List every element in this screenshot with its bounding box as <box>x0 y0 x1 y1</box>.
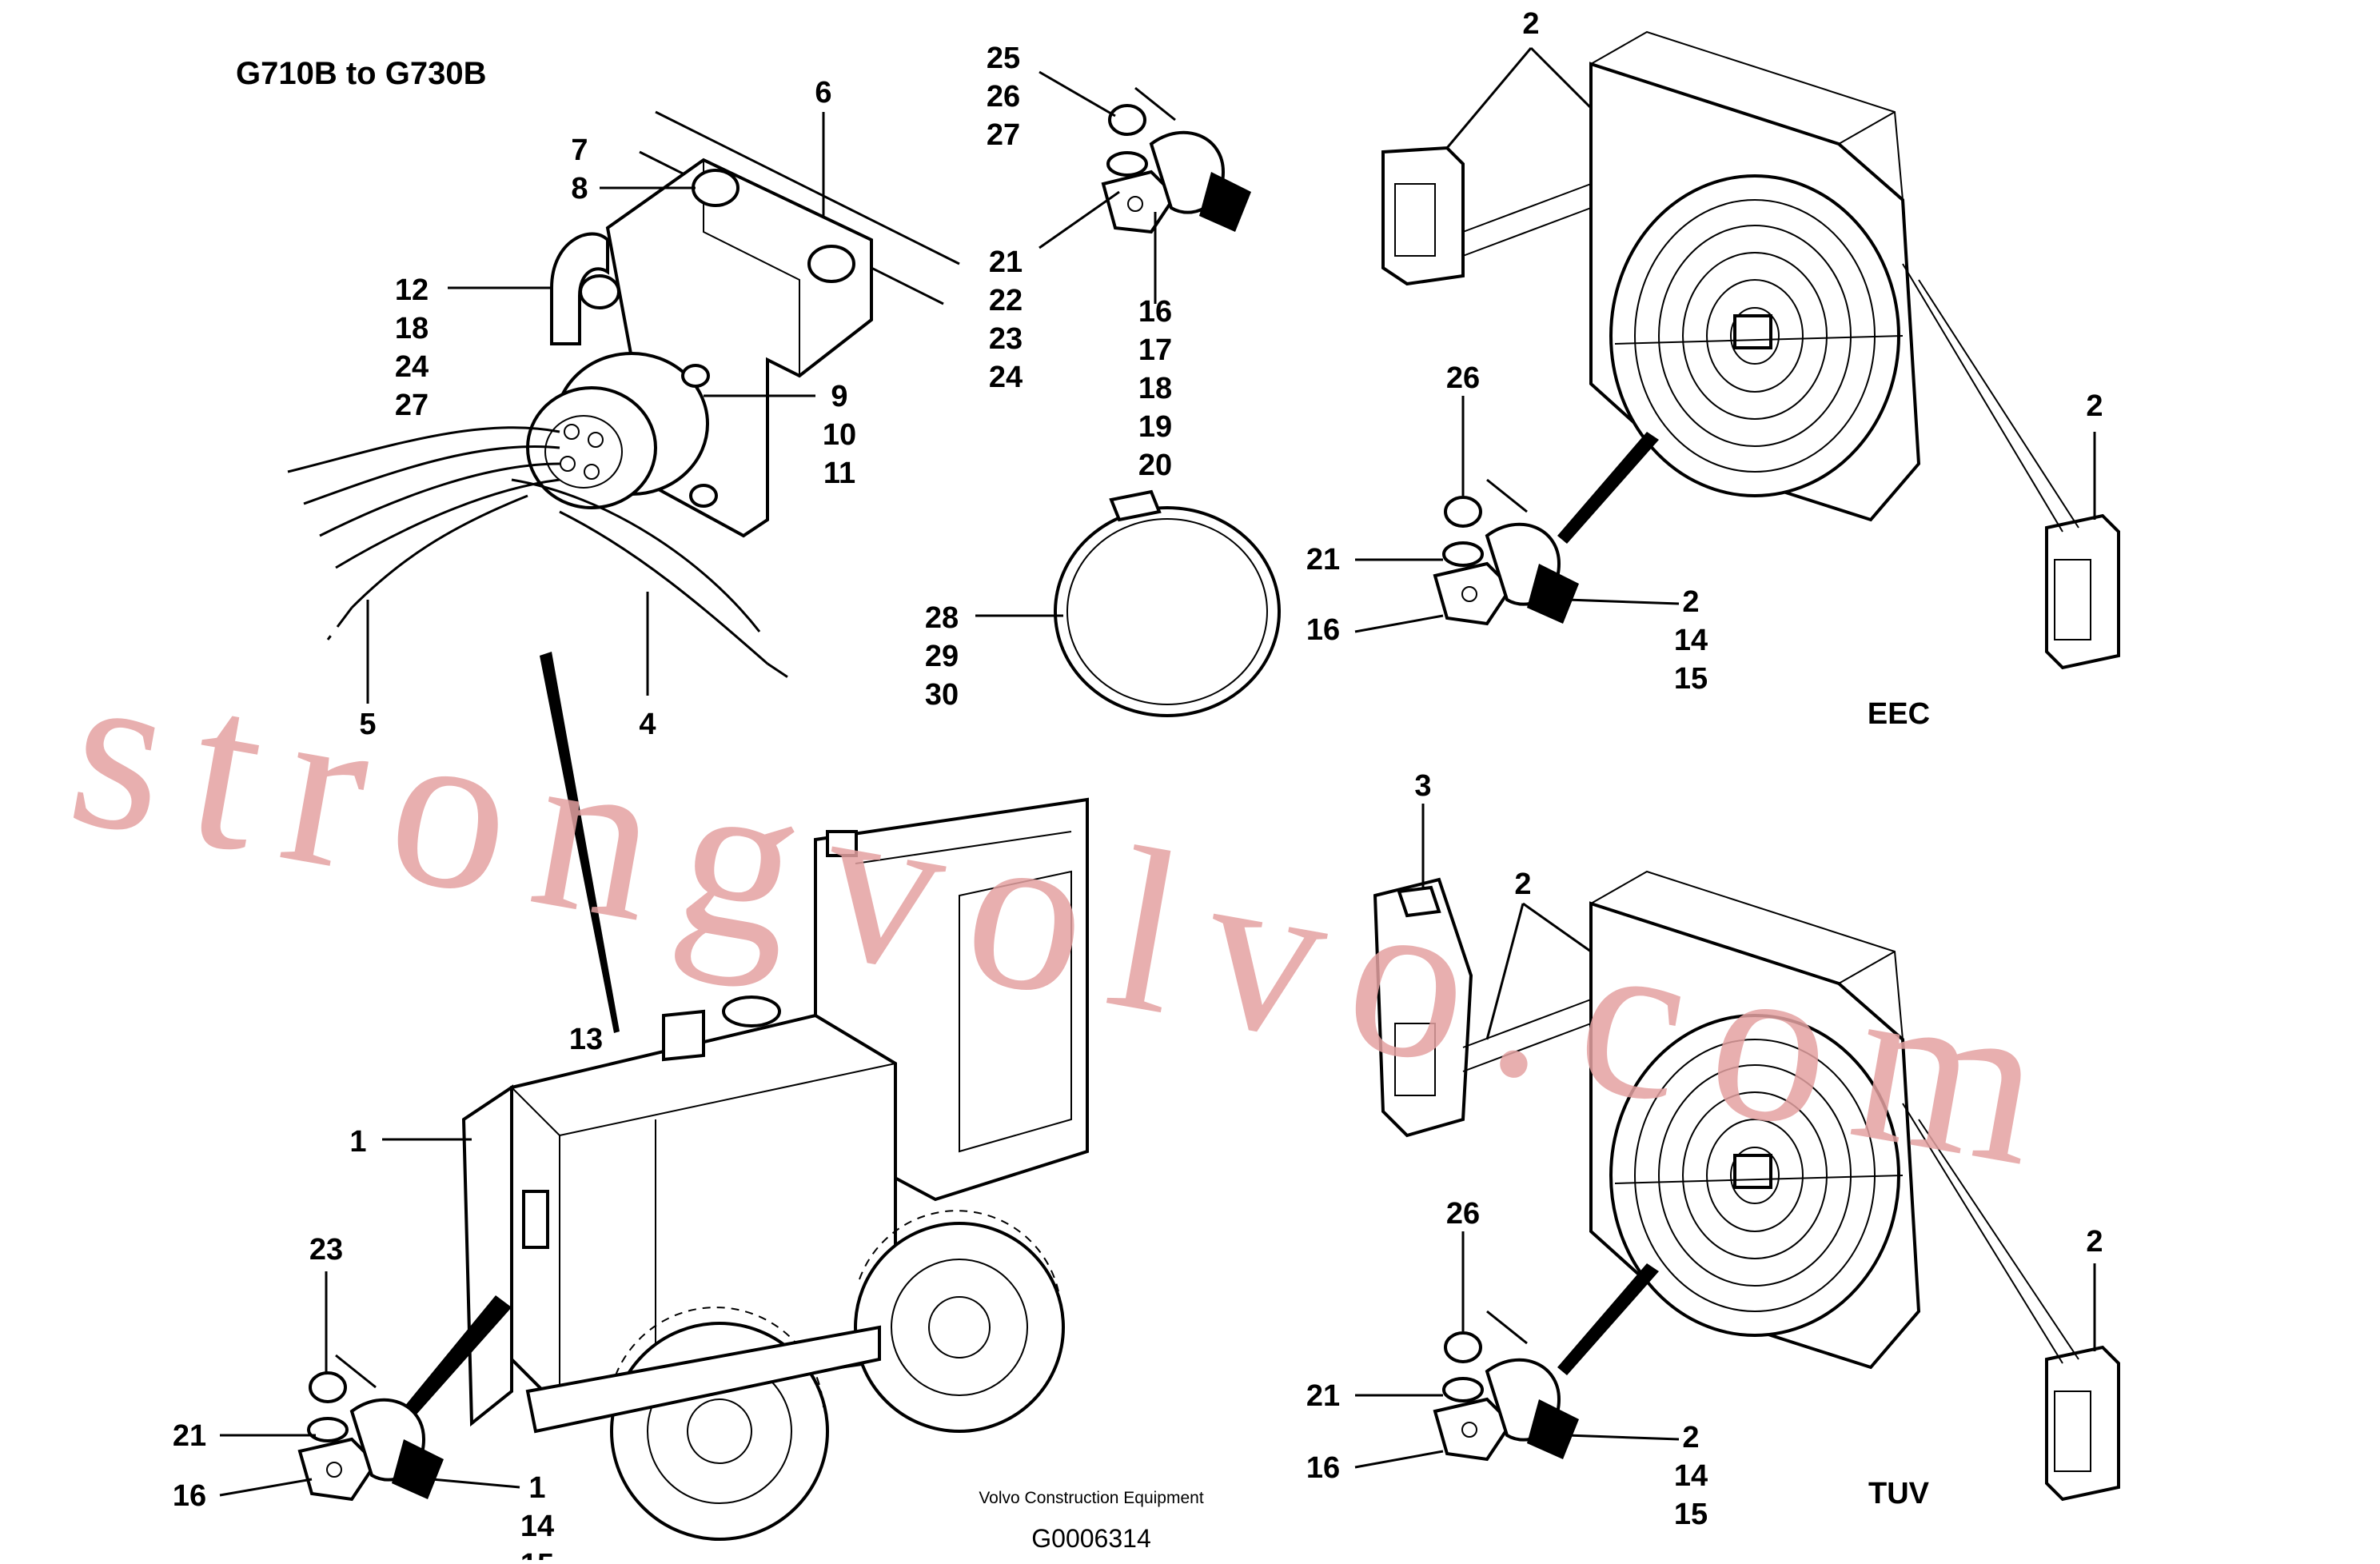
publisher-label: Volvo Construction Equipment <box>979 1489 1203 1507</box>
callout-connector-1-8: 8 <box>571 172 588 205</box>
callout-tuv-1-2: 2 <box>1514 868 1531 901</box>
callout-connector-5-4: 4 <box>639 708 656 741</box>
callout-machine-0-13: 13 <box>569 1023 603 1056</box>
variant-label-tuv: TUV <box>1868 1477 1930 1510</box>
callout-connector-4-5: 5 <box>359 708 376 741</box>
callout-eec-2-26: 26 <box>1446 361 1480 395</box>
callout-machine-1-1: 1 <box>349 1125 366 1159</box>
callout-clamp_top-0-25: 25 <box>987 42 1020 75</box>
callout-tuv-6-14: 14 <box>1674 1459 1708 1493</box>
diagram-title: G710B to G730B <box>236 56 486 91</box>
callout-eec-3-21: 21 <box>1306 543 1340 577</box>
callout-clamp_top-2-16: 16 <box>1138 295 1172 329</box>
callout-connector-2-12: 12 <box>395 273 429 307</box>
variant-label-eec: EEC <box>1868 697 1930 731</box>
callout-clamp_top-1-22: 22 <box>989 284 1023 317</box>
callout-clamp_top-1-24: 24 <box>989 361 1023 394</box>
callout-eec-5-15: 15 <box>1674 662 1708 696</box>
callout-clamp_top-2-19: 19 <box>1138 410 1172 444</box>
callout-eec-0-2: 2 <box>1522 7 1539 41</box>
callout-connector-2-24: 24 <box>395 350 429 384</box>
drawing-id: G0006314 <box>1031 1524 1150 1553</box>
callout-connector-3-11: 11 <box>823 457 855 490</box>
connector-bracket-drawing <box>287 110 960 681</box>
clamp-top-drawing <box>1101 86 1251 234</box>
callout-clamp_top-0-27: 27 <box>987 118 1020 152</box>
callout-hose_clamp-0-29: 29 <box>925 640 959 673</box>
callout-machine-5-15: 15 <box>520 1548 554 1560</box>
callout-eec-1-2: 2 <box>2086 389 2103 423</box>
callout-tuv-5-16: 16 <box>1306 1451 1340 1485</box>
callout-connector-1-7: 7 <box>571 134 588 167</box>
tuv-heater-drawing <box>1373 870 2120 1502</box>
callout-tuv-2-2: 2 <box>2086 1225 2103 1259</box>
callout-tuv-6-15: 15 <box>1674 1498 1708 1531</box>
callout-tuv-6-2: 2 <box>1682 1421 1699 1454</box>
callout-eec-5-14: 14 <box>1674 624 1708 657</box>
callout-tuv-0-3: 3 <box>1414 769 1431 803</box>
callout-clamp_top-2-18: 18 <box>1138 372 1172 405</box>
leader-lines <box>219 46 2096 1497</box>
callout-machine-5-14: 14 <box>520 1510 554 1543</box>
machine-drawing <box>297 652 1089 1541</box>
callout-clamp_top-2-20: 20 <box>1138 449 1172 482</box>
callout-eec-4-16: 16 <box>1306 613 1340 647</box>
callout-hose_clamp-0-28: 28 <box>925 601 959 635</box>
callout-clamp_top-0-26: 26 <box>987 80 1020 114</box>
eec-heater-drawing <box>1381 30 2120 670</box>
callout-clamp_top-1-23: 23 <box>989 322 1023 356</box>
callout-clamp_top-1-21: 21 <box>989 245 1023 279</box>
callout-connector-3-9: 9 <box>831 380 847 413</box>
callout-tuv-3-26: 26 <box>1446 1197 1480 1231</box>
callout-machine-5-1: 1 <box>528 1471 545 1505</box>
callout-connector-0-6: 6 <box>815 76 831 110</box>
callout-hose_clamp-0-30: 30 <box>925 678 959 712</box>
callout-tuv-4-21: 21 <box>1306 1379 1340 1413</box>
callout-machine-4-16: 16 <box>173 1479 206 1513</box>
callout-machine-2-23: 23 <box>309 1233 343 1267</box>
callout-connector-2-18: 18 <box>395 312 429 345</box>
hose-clamp-drawing <box>1054 489 1281 717</box>
callout-eec-5-2: 2 <box>1682 585 1699 619</box>
callout-clamp_top-2-17: 17 <box>1138 333 1172 367</box>
callout-machine-3-21: 21 <box>173 1419 206 1453</box>
callout-connector-3-10: 10 <box>823 418 856 452</box>
callout-connector-2-27: 27 <box>395 389 429 422</box>
